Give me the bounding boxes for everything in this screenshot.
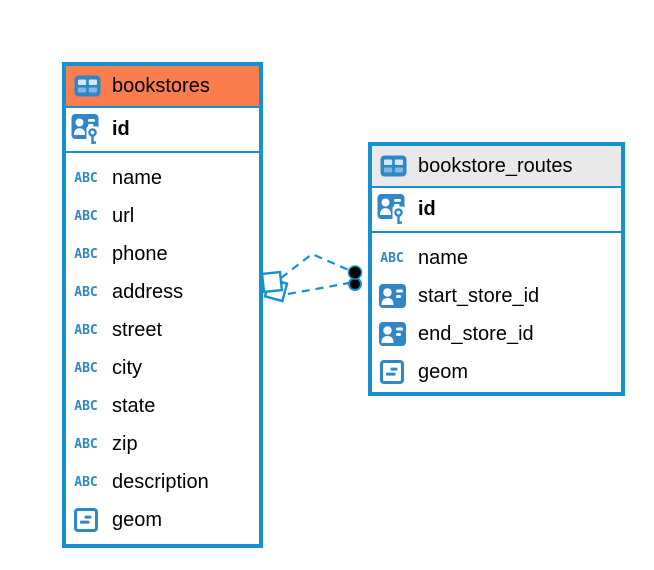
primary-key-icon [376, 193, 408, 227]
relation-cardinality-icon[interactable] [260, 270, 284, 294]
column-row-address[interactable]: ABC address [66, 273, 259, 311]
column-name: url [112, 204, 135, 227]
column-row-geom[interactable]: geom [66, 501, 259, 539]
text-type-icon: ABC [380, 250, 404, 266]
geometry-type-icon [70, 508, 102, 532]
text-type-icon: ABC [74, 246, 98, 262]
primary-key-icon [70, 113, 102, 147]
column-row-state[interactable]: ABC state [66, 387, 259, 425]
column-list: ABC name start_store_id [372, 233, 621, 391]
column-name: start_store_id [418, 284, 540, 307]
column-name: state [112, 394, 156, 417]
column-list: ABC name ABC url ABC phone ABC address A… [66, 153, 259, 539]
column-name: geom [112, 508, 163, 531]
text-type-icon: ABC [74, 474, 98, 490]
column-name: geom [418, 360, 469, 383]
text-type-icon: ABC [74, 436, 98, 452]
table-header-bookstores[interactable]: bookstores [66, 66, 259, 108]
column-name: address [112, 280, 184, 303]
relation-line[interactable] [280, 252, 352, 279]
table-icon [378, 155, 408, 177]
geometry-type-icon [376, 360, 408, 384]
text-type-icon: ABC [74, 208, 98, 224]
column-row-street[interactable]: ABC street [66, 311, 259, 349]
column-row-name[interactable]: ABC name [66, 159, 259, 197]
column-name: zip [112, 432, 138, 455]
column-name: name [418, 246, 469, 269]
column-row-city[interactable]: ABC city [66, 349, 259, 387]
entity-table-bookstores[interactable]: bookstores id ABC name ABC url [62, 62, 263, 548]
text-type-icon: ABC [74, 398, 98, 414]
relation-endpoint-dot[interactable] [348, 277, 362, 291]
column-name: end_store_id [418, 322, 534, 345]
column-name: description [112, 470, 209, 493]
column-row-id[interactable]: id [372, 188, 621, 233]
table-icon [72, 75, 102, 97]
column-row-id[interactable]: id [66, 108, 259, 153]
column-name: street [112, 318, 163, 341]
column-name: city [112, 356, 142, 379]
column-row-end-store-id[interactable]: end_store_id [372, 315, 621, 353]
text-type-icon: ABC [74, 360, 98, 376]
reference-type-icon [376, 284, 408, 308]
text-type-icon: ABC [74, 284, 98, 300]
relation-endpoint-dot[interactable] [347, 265, 363, 280]
column-name: id [112, 118, 130, 140]
column-name: id [418, 198, 436, 220]
text-type-icon: ABC [74, 322, 98, 338]
relation-line[interactable] [287, 281, 350, 296]
text-type-icon: ABC [74, 170, 98, 186]
relation-cardinality-icon[interactable] [263, 277, 289, 303]
column-row-start-store-id[interactable]: start_store_id [372, 277, 621, 315]
column-row-description[interactable]: ABC description [66, 463, 259, 501]
column-row-zip[interactable]: ABC zip [66, 425, 259, 463]
reference-type-icon [376, 322, 408, 346]
entity-table-bookstore-routes[interactable]: bookstore_routes id ABC name [368, 142, 625, 396]
column-row-name[interactable]: ABC name [372, 239, 621, 277]
column-name: name [112, 166, 163, 189]
column-row-phone[interactable]: ABC phone [66, 235, 259, 273]
column-row-url[interactable]: ABC url [66, 197, 259, 235]
column-row-geom[interactable]: geom [372, 353, 621, 391]
table-title: bookstore_routes [418, 154, 573, 177]
column-name: phone [112, 242, 168, 265]
table-header-bookstore-routes[interactable]: bookstore_routes [372, 146, 621, 188]
table-title: bookstores [112, 74, 210, 97]
